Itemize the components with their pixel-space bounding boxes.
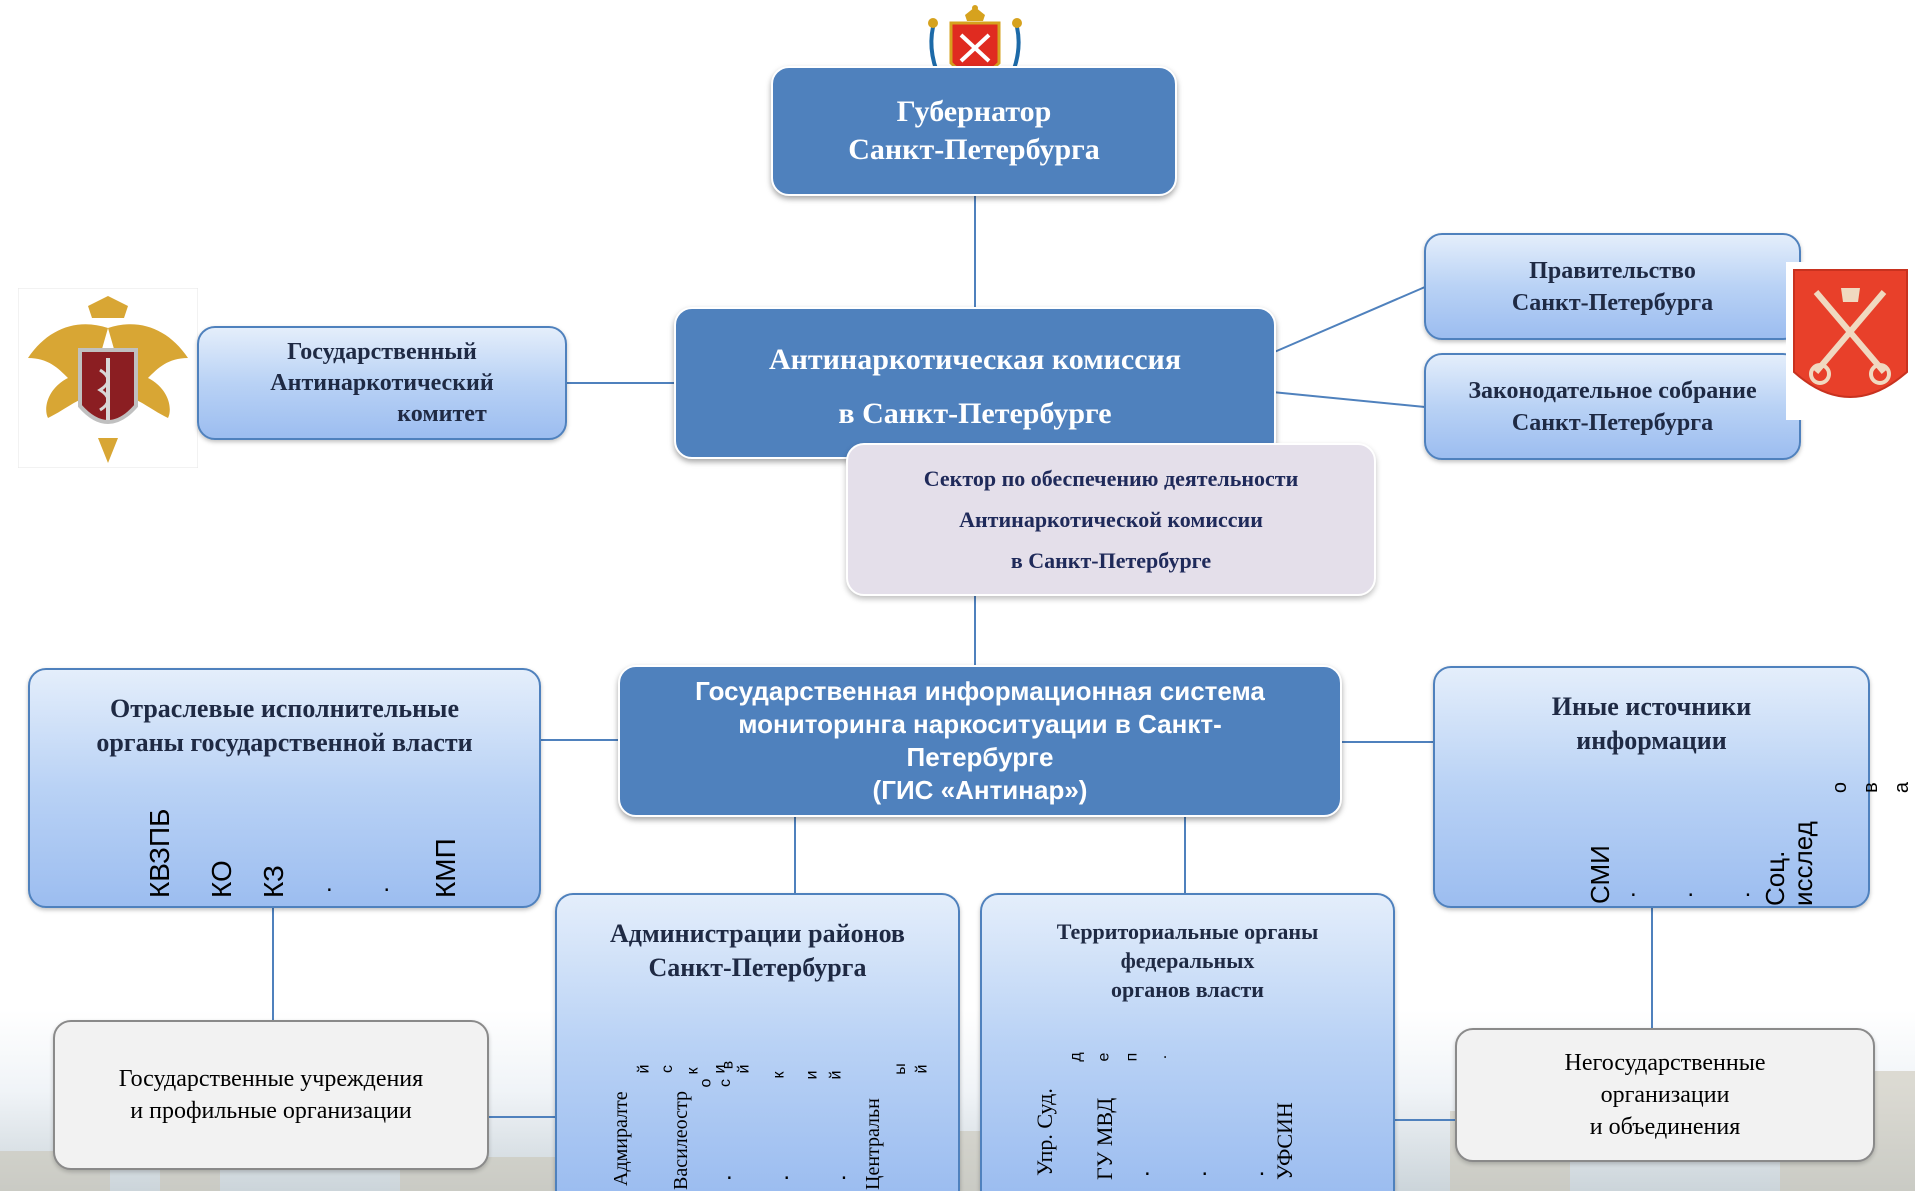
territorial-overflow-1: д (1067, 1052, 1085, 1062)
district-item-admiralteysky: Адмиралте (610, 1091, 632, 1186)
territorial-item-ufsin: УФСИН (1272, 1102, 1297, 1180)
gis-line2: мониторинга наркоситуации в Санкт- (738, 709, 1222, 739)
gak-line3: комитет (397, 400, 487, 427)
sectoral-item-kz: КЗ (258, 865, 289, 898)
sectoral-line1: Отраслевые исполнительные (110, 694, 459, 723)
sector-line2: Антинаркотической комиссии (959, 507, 1263, 532)
institutions-line1: Государственные учреждения (118, 1066, 424, 1092)
legislature-title: Законодательное собрание (1468, 377, 1757, 404)
other-sources-item-soc: Соц. (1760, 850, 1790, 906)
territorial-overflow-4: . (1153, 1054, 1171, 1060)
government-city: Санкт-Петербурга (1511, 289, 1714, 316)
districts-overflow-3: к (684, 1067, 702, 1075)
territorial-bodies-box: Территориальные органы федеральных орган… (980, 893, 1395, 1191)
district-item-tsentralny: Центральн (862, 1098, 884, 1190)
gak-eagle-emblem (18, 288, 198, 468)
districts-overflow-4: о (697, 1078, 715, 1088)
spb-red-shield-emblem (1786, 262, 1915, 420)
territorial-line1: Территориальные органы (1056, 919, 1319, 944)
sectoral-bodies-box: Отраслевые исполнительные органы государ… (28, 668, 541, 908)
ngo-line2: организации (1600, 1082, 1730, 1108)
district-item-vasileostrovsky: Василеостр (670, 1090, 692, 1190)
gis-box: Государственная информационная система м… (618, 665, 1342, 817)
ngo-box: Негосударственные организации и объедине… (1455, 1028, 1875, 1162)
territorial-line2: федеральных (1120, 948, 1255, 973)
sectoral-ellipsis: . . . (326, 870, 470, 897)
districts-overflow-11: й (827, 1070, 845, 1080)
commission-box: Антинаркотическая комиссия в Санкт-Петер… (674, 307, 1276, 459)
territorial-overflow-3: п (1123, 1052, 1141, 1062)
institutions-line2: и профильные организации (130, 1098, 412, 1124)
districts-overflow-2: с (659, 1065, 676, 1073)
ngo-line1: Негосударственные (1564, 1050, 1766, 1076)
districts-overflow-7: й (735, 1064, 753, 1074)
government-box: Правительство Санкт-Петербурга (1424, 233, 1801, 340)
commission-title: Антинаркотическая комиссия (768, 343, 1182, 376)
territorial-ellipsis: . . . (1144, 1154, 1288, 1181)
district-administrations-box: Администрации районов Санкт-Петербурга (555, 893, 960, 1191)
other-sources-overflow-2: в (1859, 782, 1882, 793)
districts-ellipsis: . . . (726, 1158, 870, 1185)
gak-line1: Государственный (287, 338, 477, 365)
sectoral-item-kmp: КМП (430, 838, 461, 898)
other-sources-ellipsis: . . . (1630, 875, 1774, 902)
gis-line3: Петербурге (906, 742, 1054, 772)
sectoral-item-ko: КО (206, 860, 237, 898)
governor-box: Губернатор Санкт-Петербурга (771, 66, 1177, 196)
other-sources-box: Иные источники информации (1433, 666, 1870, 908)
gis-line1: Государственная информационная система (695, 676, 1265, 706)
districts-line1: Администрации районов (610, 919, 905, 948)
sector-line1: Сектор по обеспечению деятельности (923, 466, 1299, 491)
sectoral-line2: органы государственной власти (96, 728, 473, 757)
legislature-box: Законодательное собрание Санкт-Петербург… (1424, 353, 1801, 460)
districts-overflow-8: с (717, 1079, 734, 1087)
territorial-line3: органов власти (1111, 977, 1264, 1002)
territorial-item-gumvd: ГУ МВД (1092, 1097, 1117, 1180)
other-sources-item-issled: исслед (1788, 821, 1818, 906)
sectoral-item-kvzpb: КВЗПБ (144, 808, 175, 898)
districts-overflow-9: к (770, 1071, 788, 1079)
institutions-box: Государственные учреждения и профильные … (53, 1020, 489, 1170)
gak-line2: Антинаркотический (270, 369, 494, 396)
governor-title: Губернатор (896, 95, 1052, 128)
government-title: Правительство (1529, 257, 1696, 284)
other-sources-overflow-1: о (1829, 781, 1852, 794)
other-sources-line2: информации (1576, 726, 1727, 755)
districts-overflow-1: й (635, 1064, 653, 1074)
other-sources-line1: Иные источники (1551, 692, 1752, 721)
territorial-overflow-2: е (1095, 1052, 1113, 1062)
gak-box: Государственный Антинаркотический комите… (197, 326, 567, 440)
governor-city: Санкт-Петербурга (848, 133, 1100, 166)
commission-city: в Санкт-Петербурге (838, 397, 1112, 430)
districts-overflow-13: й (913, 1064, 931, 1074)
other-sources-item-smi: СМИ (1585, 845, 1615, 904)
gis-line4: (ГИС «Антинар») (872, 775, 1088, 805)
sector-box: Сектор по обеспечению деятельности Антин… (846, 443, 1376, 596)
legislature-city: Санкт-Петербурга (1511, 409, 1714, 436)
districts-line2: Санкт-Петербурга (648, 953, 867, 982)
districts-overflow-12: ы (891, 1063, 909, 1075)
other-sources-overflow-3: а (1891, 781, 1914, 794)
districts-overflow-10: и (803, 1070, 821, 1080)
ngo-line3: и объединения (1589, 1114, 1741, 1140)
territorial-item-court: Упр. Суд. (1032, 1088, 1057, 1176)
sector-line3: в Санкт-Петербурге (1010, 548, 1212, 573)
